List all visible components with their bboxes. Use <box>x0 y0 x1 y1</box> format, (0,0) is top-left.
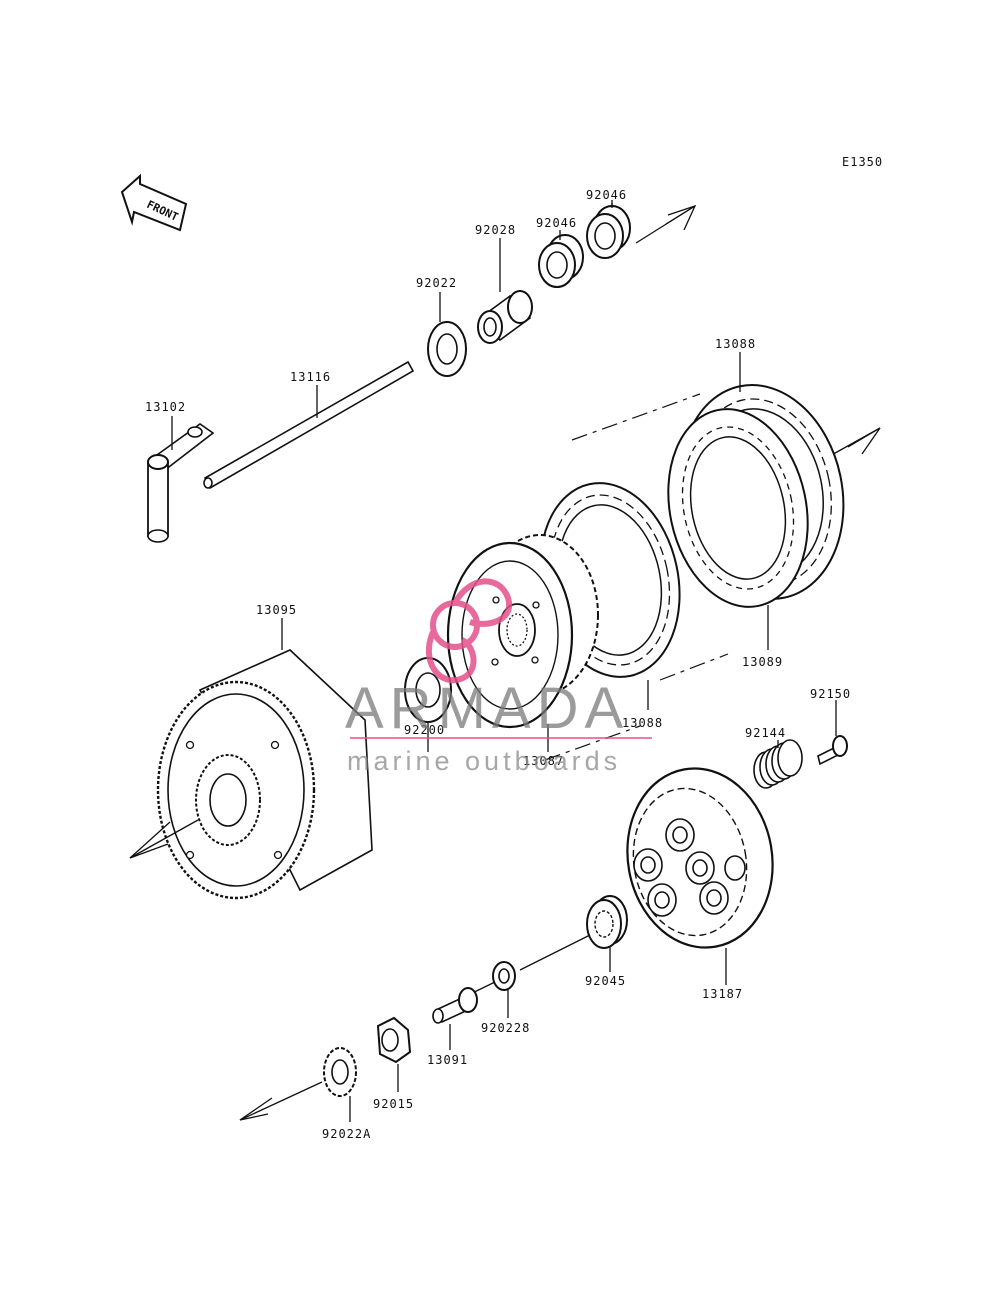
label-92022A: 92022A <box>322 1127 371 1141</box>
ball-bearing-icon <box>586 895 628 949</box>
label-13187: 13187 <box>702 987 743 1001</box>
bolt-icon <box>817 735 848 766</box>
direction-arrow-right-icon <box>827 427 881 458</box>
direction-arrow-left-icon <box>129 819 199 859</box>
label-13116: 13116 <box>290 370 331 384</box>
clutch-hub-icon <box>446 534 599 729</box>
push-rod-icon <box>203 360 415 490</box>
watermark-logo-icon <box>425 578 513 683</box>
label-92046-b: 92046 <box>586 188 627 202</box>
collar-icon <box>477 290 533 344</box>
label-13087: 13087 <box>523 754 564 768</box>
washer-icon <box>427 321 467 377</box>
diagram-code: E1350 <box>842 155 883 169</box>
watermark-title: ARMADA <box>345 676 629 741</box>
needle-bearing-icon <box>538 234 584 288</box>
adjuster-icon <box>432 987 478 1024</box>
label-92200: 92200 <box>404 723 445 737</box>
label-92046-a: 92046 <box>536 216 577 230</box>
label-92015: 92015 <box>373 1097 414 1111</box>
label-13089: 13089 <box>742 655 783 669</box>
label-92028: 92028 <box>475 223 516 237</box>
washer-icon <box>492 961 516 991</box>
label-92150: 92150 <box>810 687 851 701</box>
release-lever-icon <box>147 423 215 543</box>
watermark-subtitle: marine outboards <box>347 746 621 776</box>
needle-bearing-icon <box>586 205 631 259</box>
label-13088-b: 13088 <box>622 716 663 730</box>
direction-arrow-top-icon <box>635 204 697 244</box>
direction-arrow-bottom-icon <box>239 1081 323 1121</box>
pressure-plate-icon <box>626 767 774 949</box>
clutch-housing-icon <box>156 649 373 900</box>
label-13102: 13102 <box>145 400 186 414</box>
label-92022: 92022 <box>416 276 457 290</box>
nut-icon <box>376 1016 412 1064</box>
label-13091: 13091 <box>427 1053 468 1067</box>
watermark: ARMADA marine outboards <box>345 578 652 776</box>
spring-icon <box>753 739 803 789</box>
steel-plate-icon <box>667 408 809 608</box>
lock-washer-icon <box>323 1047 357 1097</box>
label-92045: 92045 <box>585 974 626 988</box>
label-13095: 13095 <box>256 603 297 617</box>
label-13088-a: 13088 <box>715 337 756 351</box>
label-92144: 92144 <box>745 726 786 740</box>
front-arrow-icon: FRONT <box>120 173 188 232</box>
label-920228: 920228 <box>481 1021 530 1035</box>
